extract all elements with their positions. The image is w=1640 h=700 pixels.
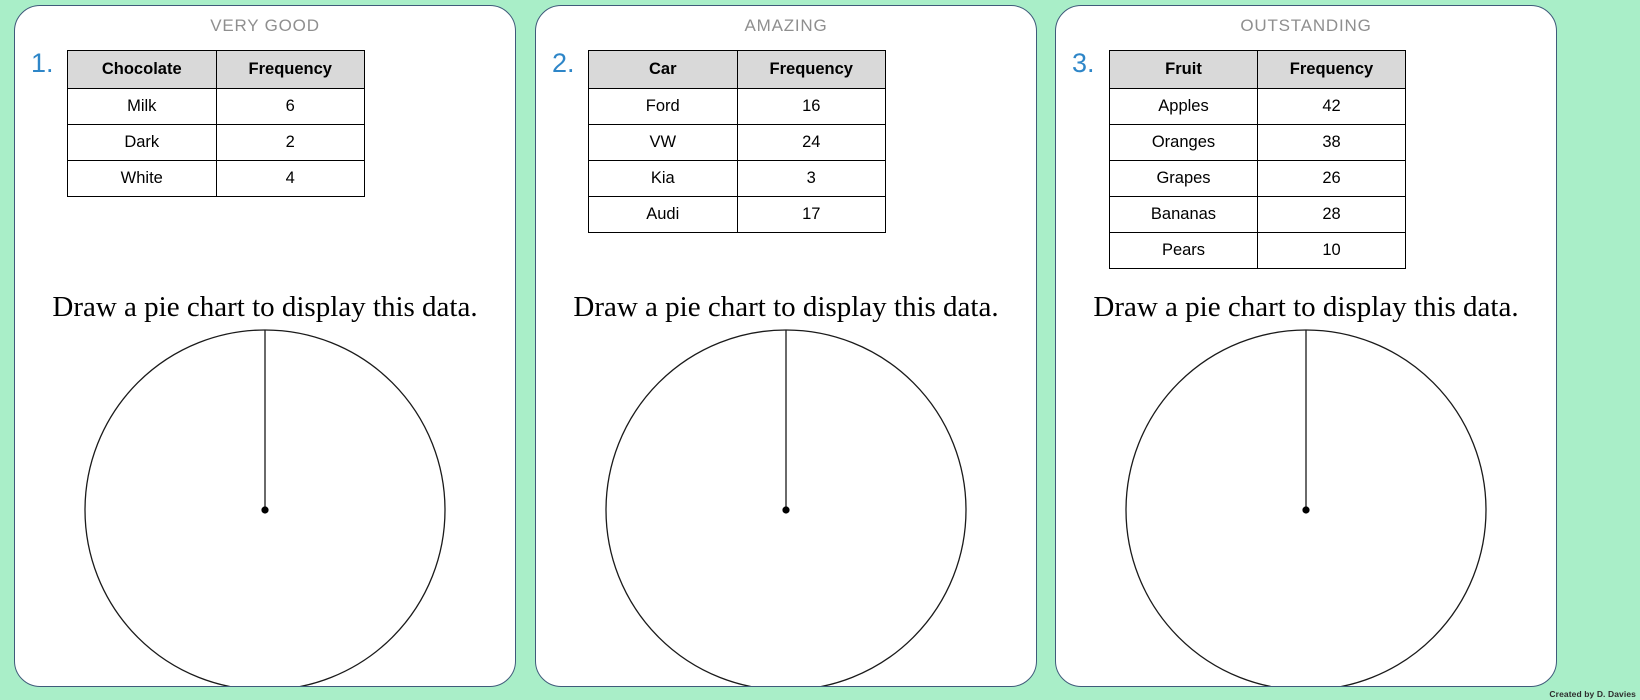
table-row: Kia 3	[588, 160, 886, 197]
cell-category: VW	[588, 124, 738, 161]
pie-chart-area-3	[1056, 324, 1556, 686]
pie-circle-outline	[84, 329, 446, 686]
cell-frequency: 26	[1257, 160, 1406, 197]
cell-frequency: 24	[736, 124, 886, 161]
cell-frequency: 17	[736, 196, 886, 233]
table-row: Grapes 26	[1109, 160, 1406, 197]
question-number-1: 1.	[31, 48, 54, 78]
cell-category: Grapes	[1109, 160, 1258, 197]
card-header-label-1: VERY GOOD	[210, 16, 320, 35]
instruction-text-1: Draw a pie chart to display this data.	[52, 291, 478, 323]
card-header-label-3: OUTSTANDING	[1240, 16, 1372, 35]
question-card-1: VERY GOOD 1. Chocolate Frequency Milk 6 …	[14, 5, 516, 687]
pie-centre-dot	[1302, 506, 1310, 514]
pie-circle-outline	[605, 329, 967, 686]
pie-centre-dot	[782, 506, 790, 514]
table-header-row: Fruit Frequency	[1109, 50, 1406, 89]
table-row: Apples 42	[1109, 88, 1406, 125]
cell-frequency: 3	[736, 160, 886, 197]
cell-frequency: 38	[1257, 124, 1406, 161]
cell-category: Apples	[1109, 88, 1258, 125]
pie-centre-dot	[261, 506, 269, 514]
cell-frequency: 42	[1257, 88, 1406, 125]
cell-frequency: 28	[1257, 196, 1406, 233]
cell-category: Pears	[1109, 232, 1258, 269]
question-number-3: 3.	[1072, 48, 1095, 78]
cell-category: White	[67, 160, 217, 197]
question-card-2: AMAZING 2. Car Frequency Ford 16 VW 24	[535, 5, 1037, 687]
pie-chart-area-2	[536, 324, 1036, 686]
table-row: VW 24	[588, 124, 886, 161]
credit-text: Created by D. Davies	[1549, 689, 1636, 699]
cell-category: Kia	[588, 160, 738, 197]
table-header-row: Chocolate Frequency	[67, 50, 365, 89]
frequency-table-1: Chocolate Frequency Milk 6 Dark 2 White …	[67, 50, 365, 197]
cell-frequency: 10	[1257, 232, 1406, 269]
column-header-category: Car	[588, 50, 738, 89]
table-row: White 4	[67, 160, 365, 197]
question-card-3: OUTSTANDING 3. Fruit Frequency Apples 42…	[1055, 5, 1557, 687]
cell-frequency: 16	[736, 88, 886, 125]
table-row: Ford 16	[588, 88, 886, 125]
cell-category: Bananas	[1109, 196, 1258, 233]
blank-pie-chart-3	[1125, 329, 1487, 686]
instruction-text-2: Draw a pie chart to display this data.	[573, 291, 999, 323]
table-row: Pears 10	[1109, 232, 1406, 269]
instruction-text-3: Draw a pie chart to display this data.	[1093, 291, 1519, 323]
column-header-category: Fruit	[1109, 50, 1258, 89]
cell-category: Milk	[67, 88, 217, 125]
blank-pie-chart-1	[84, 329, 446, 686]
cell-category: Ford	[588, 88, 738, 125]
cell-category: Dark	[67, 124, 217, 161]
table-row: Oranges 38	[1109, 124, 1406, 161]
column-header-frequency: Frequency	[1257, 50, 1406, 89]
cell-category: Oranges	[1109, 124, 1258, 161]
cell-frequency: 4	[215, 160, 365, 197]
cell-category: Audi	[588, 196, 738, 233]
cell-frequency: 2	[215, 124, 365, 161]
column-header-category: Chocolate	[67, 50, 217, 89]
question-number-2: 2.	[552, 48, 575, 78]
table-row: Dark 2	[67, 124, 365, 161]
pie-chart-area-1	[15, 324, 515, 686]
frequency-table-3: Fruit Frequency Apples 42 Oranges 38 Gra…	[1109, 50, 1406, 269]
card-header-label-2: AMAZING	[744, 16, 828, 35]
pie-circle-outline	[1125, 329, 1487, 686]
blank-pie-chart-2	[605, 329, 967, 686]
table-header-row: Car Frequency	[588, 50, 886, 89]
table-row: Milk 6	[67, 88, 365, 125]
table-row: Bananas 28	[1109, 196, 1406, 233]
table-row: Audi 17	[588, 196, 886, 233]
cell-frequency: 6	[215, 88, 365, 125]
column-header-frequency: Frequency	[736, 50, 886, 89]
column-header-frequency: Frequency	[215, 50, 365, 89]
frequency-table-2: Car Frequency Ford 16 VW 24 Kia 3	[588, 50, 886, 233]
